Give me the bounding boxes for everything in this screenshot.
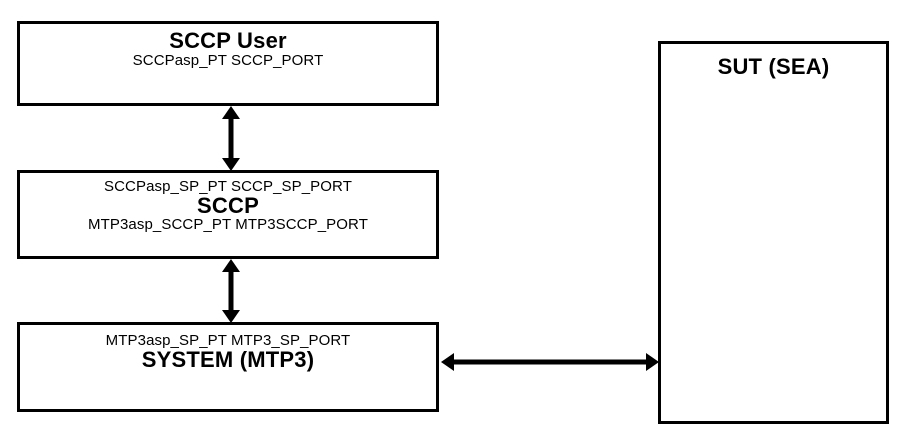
arrow-head-right-icon	[646, 353, 659, 371]
arrow-shaft	[228, 117, 234, 160]
connector-system-to-sut	[441, 350, 659, 374]
node-sccp-user[interactable]: SCCP User SCCPasp_PT SCCP_PORT	[17, 21, 439, 106]
node-sccp-user-ports: SCCPasp_PT SCCP_PORT	[132, 51, 324, 69]
node-system-mtp3-ports: MTP3asp_SP_PT MTP3_SP_PORT	[105, 332, 351, 349]
node-sccp-ports-bottom: MTP3asp_SCCP_PT MTP3SCCP_PORT	[88, 216, 368, 234]
node-sccp-title: SCCP	[197, 192, 259, 218]
node-sccp[interactable]: SCCPasp_SP_PT SCCP_SP_PORT SCCP MTP3asp_…	[17, 170, 439, 259]
arrow-head-down-icon	[222, 310, 240, 323]
node-system-mtp3[interactable]: MTP3asp_SP_PT MTP3_SP_PORT SYSTEM (MTP3)	[17, 322, 439, 412]
node-sccp-ports-top: SCCPasp_SP_PT SCCP_SP_PORT	[104, 178, 352, 195]
connector-sccp-to-system	[218, 259, 244, 323]
arrow-head-up-icon	[222, 106, 240, 119]
node-sccp-user-title: SCCP User	[169, 28, 287, 53]
node-sut-title: SUT (SEA)	[717, 54, 830, 79]
arrow-shaft	[452, 359, 648, 365]
node-system-mtp3-title: SYSTEM (MTP3)	[141, 346, 315, 372]
arrow-head-left-icon	[441, 353, 454, 371]
connector-sccp-user-to-sccp	[218, 106, 244, 171]
arrow-shaft	[228, 270, 234, 312]
arrow-head-down-icon	[222, 158, 240, 171]
arrow-head-up-icon	[222, 259, 240, 272]
node-sut[interactable]: SUT (SEA)	[658, 41, 889, 424]
